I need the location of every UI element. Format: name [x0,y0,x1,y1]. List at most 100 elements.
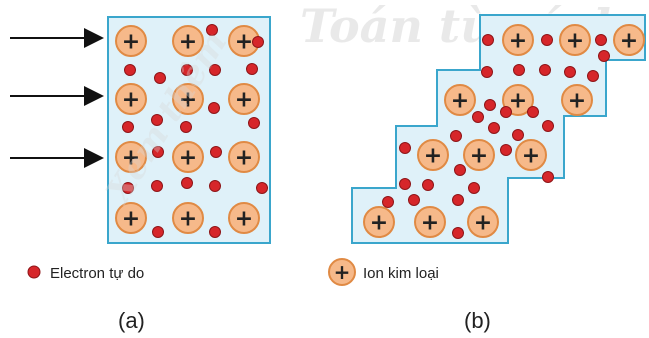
ion-plus-symbol: + [235,88,253,113]
free-electron [208,102,220,114]
legend: Electron tự do + Ion kim loại [27,258,439,286]
free-electron [512,129,524,141]
ion-plus-symbol: + [568,89,586,114]
ion-plus-symbol: + [474,211,492,236]
free-electron [180,121,192,133]
ion-circle [467,206,499,238]
ion-circle [515,139,547,171]
free-electron [206,24,218,36]
free-electron [399,142,411,154]
ion-plus-symbol: + [509,89,527,114]
ion-plus-symbol: + [470,144,488,169]
free-electron [246,63,258,75]
free-electron [500,144,512,156]
ion-plus-symbol: + [179,146,197,171]
ion-circle [414,206,446,238]
free-electron [181,64,193,76]
free-electron [488,122,500,134]
ion-plus-symbol: + [522,144,540,169]
ion-b: + [417,139,449,171]
ion-a: + [228,141,260,173]
free-electron [154,72,166,84]
free-electron [484,99,496,111]
free-electron [472,111,484,123]
free-electron [527,106,539,118]
ion-b: + [559,24,591,56]
free-electron [541,34,553,46]
free-electron [481,66,493,78]
free-electron [482,34,494,46]
free-electron [252,36,264,48]
force-arrows [10,28,104,168]
ion-circle [115,141,147,173]
free-electron [408,194,420,206]
panel-a-electrons [122,24,268,238]
ion-plus-symbol: + [509,29,527,54]
ion-plus-symbol: + [122,207,140,232]
ion-plus-symbol: + [370,211,388,236]
panel-b-electrons [382,34,610,239]
free-electron [452,227,464,239]
ion-b: + [467,206,499,238]
ion-plus-symbol: + [620,29,638,54]
ion-circle [463,139,495,171]
legend-electron-label: Electron tự do [50,265,144,282]
ion-a: + [115,202,147,234]
free-electron [587,70,599,82]
ion-circle [172,141,204,173]
ion-plus-symbol: + [424,144,442,169]
ion-a: + [172,25,204,57]
ion-b: + [515,139,547,171]
ion-circle [172,25,204,57]
ion-plus-symbol: + [235,30,253,55]
panel-a-label: (a) [118,308,145,333]
free-electron [151,114,163,126]
ion-plus-symbol: + [421,211,439,236]
ion-circle [172,202,204,234]
panel-b-ions: + + + + + + + + + + + + [363,24,645,238]
ion-circle [417,139,449,171]
ion-b: + [463,139,495,171]
free-electron [382,196,394,208]
free-electron [209,226,221,238]
ion-circle [502,84,534,116]
legend-electron-icon [27,265,41,279]
ion-b: + [444,84,476,116]
free-electron [209,64,221,76]
ion-b: + [613,24,645,56]
free-electron [542,171,554,183]
free-electron [454,164,466,176]
ion-circle [559,24,591,56]
free-electron [542,120,554,132]
free-electron [500,106,512,118]
ion-circle [444,84,476,116]
ion-circle [115,83,147,115]
free-electron [152,226,164,238]
legend-ion-icon [328,258,356,286]
free-electron [152,146,164,158]
ion-circle [115,25,147,57]
free-electron [450,130,462,142]
ion-plus-symbol: + [179,207,197,232]
ion-a: + [115,25,147,57]
ion-plus-symbol: + [235,207,253,232]
ion-circle [613,24,645,56]
ion-b: + [414,206,446,238]
free-electron [513,64,525,76]
panel-b-lattice: + + + + + + + + + + + + [351,14,646,244]
ion-a: + [172,202,204,234]
free-electron [399,178,411,190]
ion-b: + [363,206,395,238]
ion-a: + [228,202,260,234]
ion-plus-symbol: + [451,89,469,114]
ion-circle [502,24,534,56]
ion-plus-symbol: + [122,146,140,171]
free-electron [248,117,260,129]
free-electron [452,194,464,206]
panel-a-ions: ++++++++++++ [115,25,260,234]
ion-circle [228,202,260,234]
free-electron [598,50,610,62]
ion-circle [115,202,147,234]
free-electron [422,179,434,191]
